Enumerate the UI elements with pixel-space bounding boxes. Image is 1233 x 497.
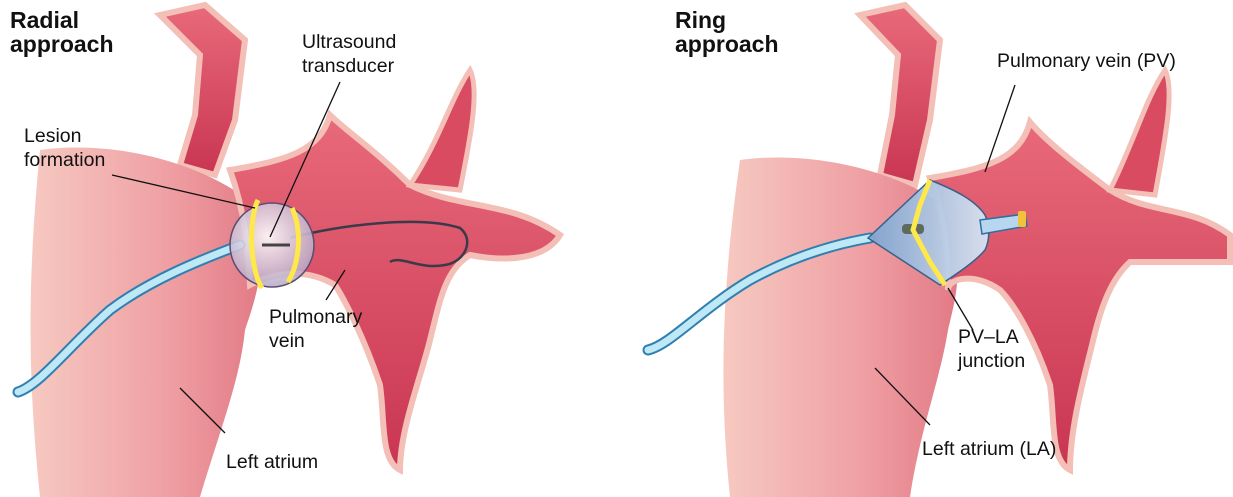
pulmonary-vein-shape xyxy=(930,122,1230,470)
panel-title: Ring approach xyxy=(675,8,779,56)
left-atrium-label: Left atrium xyxy=(226,450,318,474)
right-branch-shape xyxy=(410,70,474,190)
pulmonary-vein-shape xyxy=(230,115,560,470)
upper-vessel xyxy=(160,5,245,175)
lesion-formation-label: Lesion formation xyxy=(24,124,105,172)
left-atrium-la-label: Left atrium (LA) xyxy=(922,437,1056,461)
pv-la-junction-label: PV–LA junction xyxy=(958,325,1025,373)
radial-approach-panel: Radial approach Ultrasound transducer Le… xyxy=(0,0,600,497)
ultrasound-transducer-label: Ultrasound transducer xyxy=(302,30,396,78)
panel-title: Radial approach xyxy=(10,8,114,56)
left-atrium-shape xyxy=(31,147,262,497)
ring-approach-panel: Ring approach Pulmonary vein (PV) PV–LA … xyxy=(630,0,1233,497)
pulmonary-vein-label: Pulmonary vein xyxy=(269,305,362,353)
ring-approach-illustration xyxy=(630,0,1233,497)
upper-vessel xyxy=(860,5,940,185)
pulmonary-vein-pv-label: Pulmonary vein (PV) xyxy=(997,49,1176,73)
right-branch-shape xyxy=(1110,70,1169,195)
radial-approach-illustration xyxy=(0,0,600,497)
